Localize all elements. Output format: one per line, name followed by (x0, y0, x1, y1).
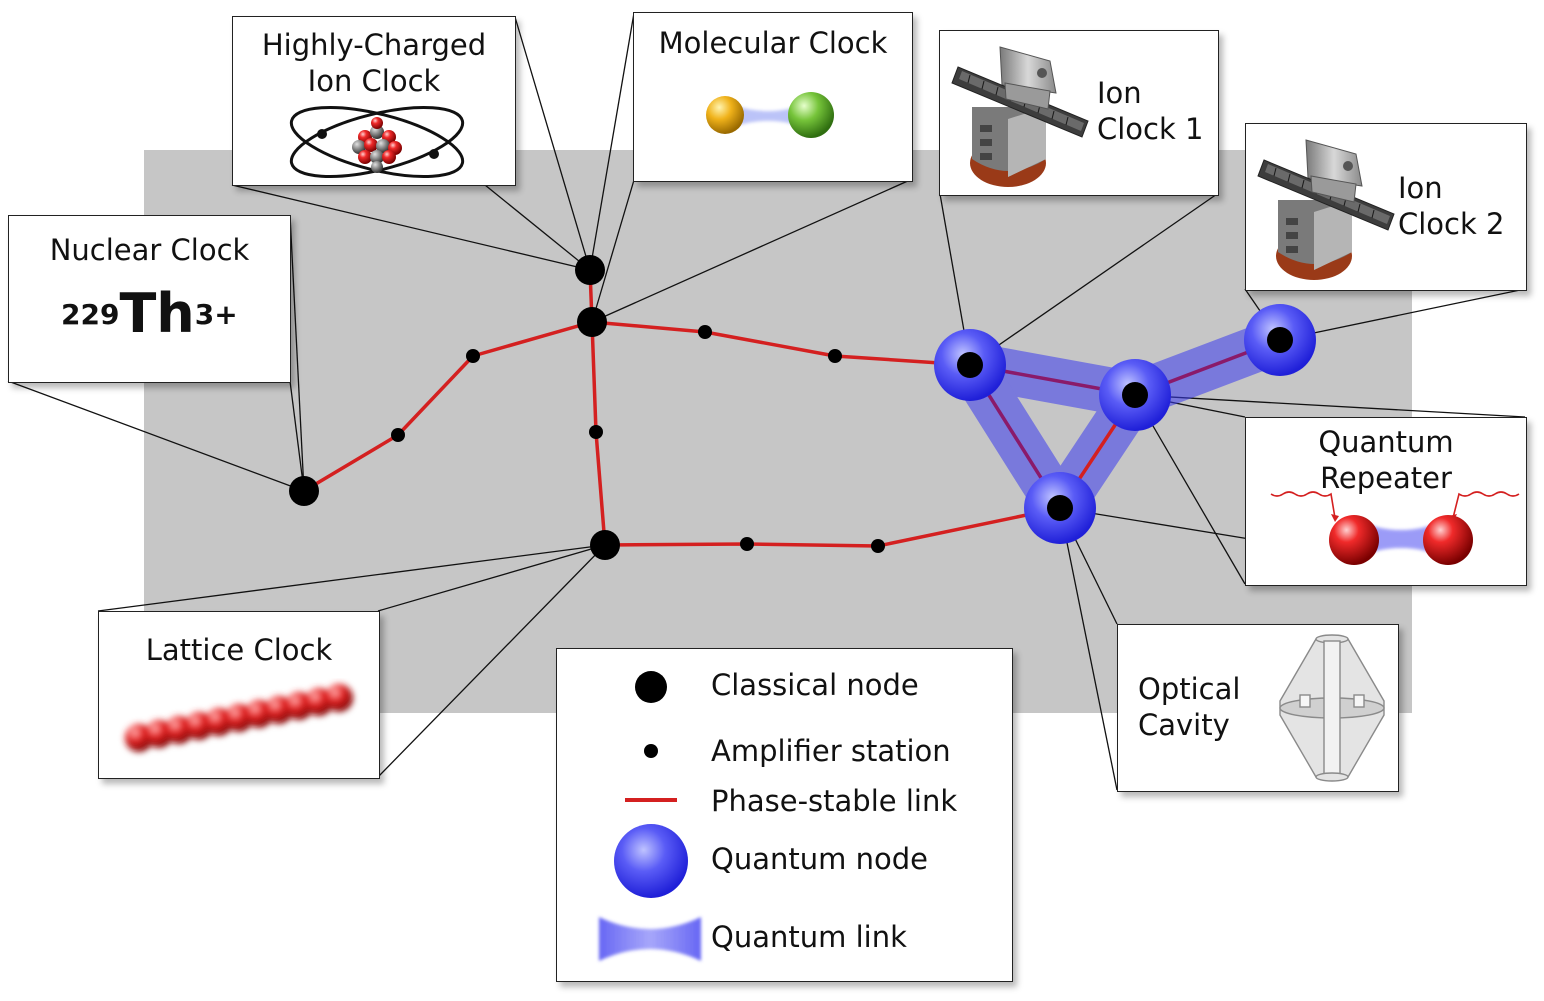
callout-highly-charged-ion-clock: Highly-Charged Ion Clock (232, 16, 516, 186)
amplifier-station (589, 425, 603, 439)
callout-nuclear-clock: Nuclear Clock 229Th3+ (8, 215, 291, 383)
classical-node (590, 530, 620, 560)
callout-label-line1: Ion (1097, 76, 1142, 110)
classical-node (577, 307, 607, 337)
callout-quantum-repeater: Quantum Repeater (1245, 417, 1527, 586)
callout-label-line2: Clock 2 (1398, 207, 1505, 241)
classical-node (1047, 495, 1073, 521)
atom-lattice-icon (125, 684, 353, 752)
classical-node (1122, 382, 1148, 408)
optical-cavity-icon (1279, 634, 1385, 782)
phase-link-legend-icon (625, 798, 677, 802)
callout-label-line2: Repeater (1320, 461, 1452, 495)
amplifier-station (698, 325, 712, 339)
classical-node (957, 352, 983, 378)
callout-molecular-clock: Molecular Clock (633, 12, 913, 182)
callout-label: Molecular Clock (658, 26, 888, 60)
ion-trap-icon (951, 46, 1089, 187)
legend-amplifier-station: Amplifier station (711, 734, 951, 768)
photon-arrow-icon (1452, 491, 1520, 519)
amplifier-stations (391, 325, 885, 553)
callout-optical-cavity: Optical Cavity (1117, 624, 1399, 792)
amplifier-station (871, 539, 885, 553)
classical-node (289, 476, 319, 506)
callout-label-line2: Clock 1 (1097, 112, 1204, 146)
classical-nodes (289, 255, 1293, 560)
legend-quantum-link: Quantum link (711, 920, 907, 954)
callout-label-line2: Ion Clock (307, 64, 441, 98)
mass-number: 229 (61, 297, 120, 331)
callout-label: Nuclear Clock (49, 233, 250, 267)
quantum-node-legend-icon (614, 824, 688, 898)
callout-ion-clock-1: Ion Clock 1 (939, 30, 1219, 196)
classical-node (575, 255, 605, 285)
callout-lattice-clock: Lattice Clock (98, 611, 380, 779)
callout-label-line1: Ion (1398, 171, 1443, 205)
classical-node-legend-icon (635, 671, 667, 703)
entangled-atoms-icon (1270, 491, 1520, 565)
callout-label-line2: Cavity (1138, 708, 1230, 742)
legend-classical-node: Classical node (711, 668, 919, 702)
amplifier-station (740, 537, 754, 551)
legend-quantum-node: Quantum node (711, 842, 928, 876)
callout-label-line1: Highly-Charged (261, 28, 487, 62)
quantum-link-legend-icon (599, 917, 701, 961)
callout-label-line1: Quantum (1318, 425, 1454, 459)
amplifier-legend-icon (644, 744, 658, 758)
amplifier-station (828, 349, 842, 363)
diatomic-molecule-icon (706, 92, 834, 138)
classical-node (1267, 327, 1293, 353)
element-symbol: Th (119, 282, 195, 345)
ion-trap-icon (1257, 139, 1395, 280)
amplifier-station (391, 428, 405, 442)
ion-charge: 3+ (194, 297, 238, 331)
amplifier-station (466, 349, 480, 363)
thorium-ion-formula: 229Th3+ (61, 282, 238, 345)
callout-ion-clock-2: Ion Clock 2 (1245, 123, 1527, 291)
legend: Classical node Amplifier station Phase-s… (556, 648, 1013, 982)
photon-arrow-icon (1270, 491, 1336, 519)
atom-icon (289, 105, 465, 179)
legend-phase-stable-link: Phase-stable link (711, 784, 958, 818)
callout-label: Lattice Clock (145, 633, 333, 667)
callout-label-line1: Optical (1138, 672, 1241, 706)
